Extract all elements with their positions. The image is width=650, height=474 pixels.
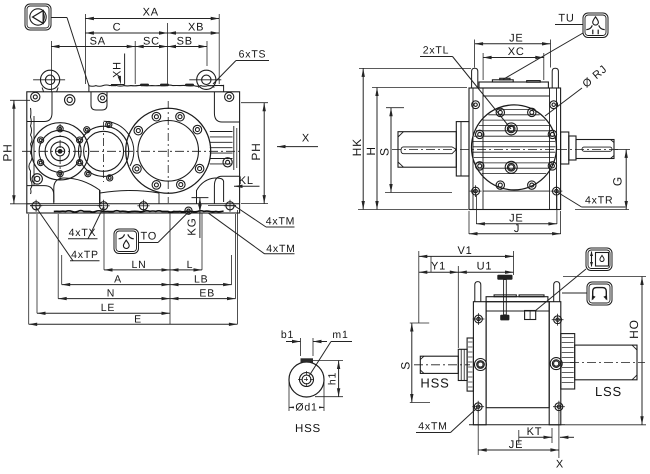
svg-text:JE: JE bbox=[509, 439, 523, 451]
svg-text:LSS: LSS bbox=[595, 384, 622, 399]
svg-text:LB: LB bbox=[194, 274, 208, 286]
svg-text:S: S bbox=[398, 361, 412, 370]
svg-text:G: G bbox=[611, 176, 625, 186]
svg-text:XA: XA bbox=[143, 7, 159, 19]
svg-text:XC: XC bbox=[508, 46, 525, 58]
svg-text:J: J bbox=[514, 223, 520, 235]
svg-text:Y1: Y1 bbox=[431, 260, 446, 272]
svg-text:Ød1: Ød1 bbox=[295, 402, 317, 414]
svg-text:4xTR: 4xTR bbox=[585, 194, 613, 206]
svg-text:HO: HO bbox=[627, 319, 641, 339]
svg-text:HSS: HSS bbox=[420, 375, 449, 390]
svg-text:SC: SC bbox=[143, 36, 160, 48]
svg-text:X: X bbox=[556, 459, 564, 471]
svg-text:LN: LN bbox=[131, 259, 146, 271]
svg-text:U1: U1 bbox=[477, 260, 493, 272]
svg-text:2xTL: 2xTL bbox=[423, 45, 450, 57]
svg-text:4xTP: 4xTP bbox=[71, 249, 99, 261]
svg-text:N: N bbox=[107, 288, 115, 300]
svg-text:PH: PH bbox=[1, 143, 15, 161]
svg-text:X: X bbox=[302, 132, 310, 144]
svg-text:XH: XH bbox=[112, 61, 124, 78]
svg-text:HK: HK bbox=[350, 138, 364, 156]
svg-text:SB: SB bbox=[177, 36, 193, 48]
svg-text:b1: b1 bbox=[281, 329, 294, 341]
svg-text:TO: TO bbox=[140, 231, 157, 243]
svg-text:6xTS: 6xTS bbox=[239, 48, 267, 60]
svg-text:KT: KT bbox=[527, 426, 543, 438]
svg-text:SA: SA bbox=[90, 36, 106, 48]
svg-text:V1: V1 bbox=[457, 245, 472, 257]
svg-text:4xTM: 4xTM bbox=[266, 215, 295, 227]
svg-text:m1: m1 bbox=[332, 329, 348, 341]
svg-text:H: H bbox=[364, 146, 378, 155]
svg-text:HSS: HSS bbox=[295, 423, 321, 435]
svg-text:4xTM: 4xTM bbox=[418, 421, 447, 433]
svg-text:C: C bbox=[113, 22, 122, 34]
svg-text:PH: PH bbox=[249, 142, 263, 160]
svg-text:KG: KG bbox=[187, 217, 199, 235]
svg-text:4xTX: 4xTX bbox=[69, 227, 97, 239]
svg-text:TU: TU bbox=[558, 13, 574, 25]
svg-text:L: L bbox=[187, 259, 194, 271]
svg-text:XB: XB bbox=[188, 22, 204, 34]
svg-text:4xTM: 4xTM bbox=[266, 243, 295, 255]
svg-text:EB: EB bbox=[199, 288, 215, 300]
svg-text:h1: h1 bbox=[326, 372, 338, 385]
svg-text:LE: LE bbox=[101, 302, 115, 314]
svg-text:E: E bbox=[134, 313, 142, 325]
svg-text:S: S bbox=[378, 147, 392, 156]
svg-text:KL: KL bbox=[239, 175, 254, 187]
svg-text:A: A bbox=[114, 274, 122, 286]
svg-text:JE: JE bbox=[509, 32, 523, 44]
svg-text:JE: JE bbox=[509, 212, 523, 224]
